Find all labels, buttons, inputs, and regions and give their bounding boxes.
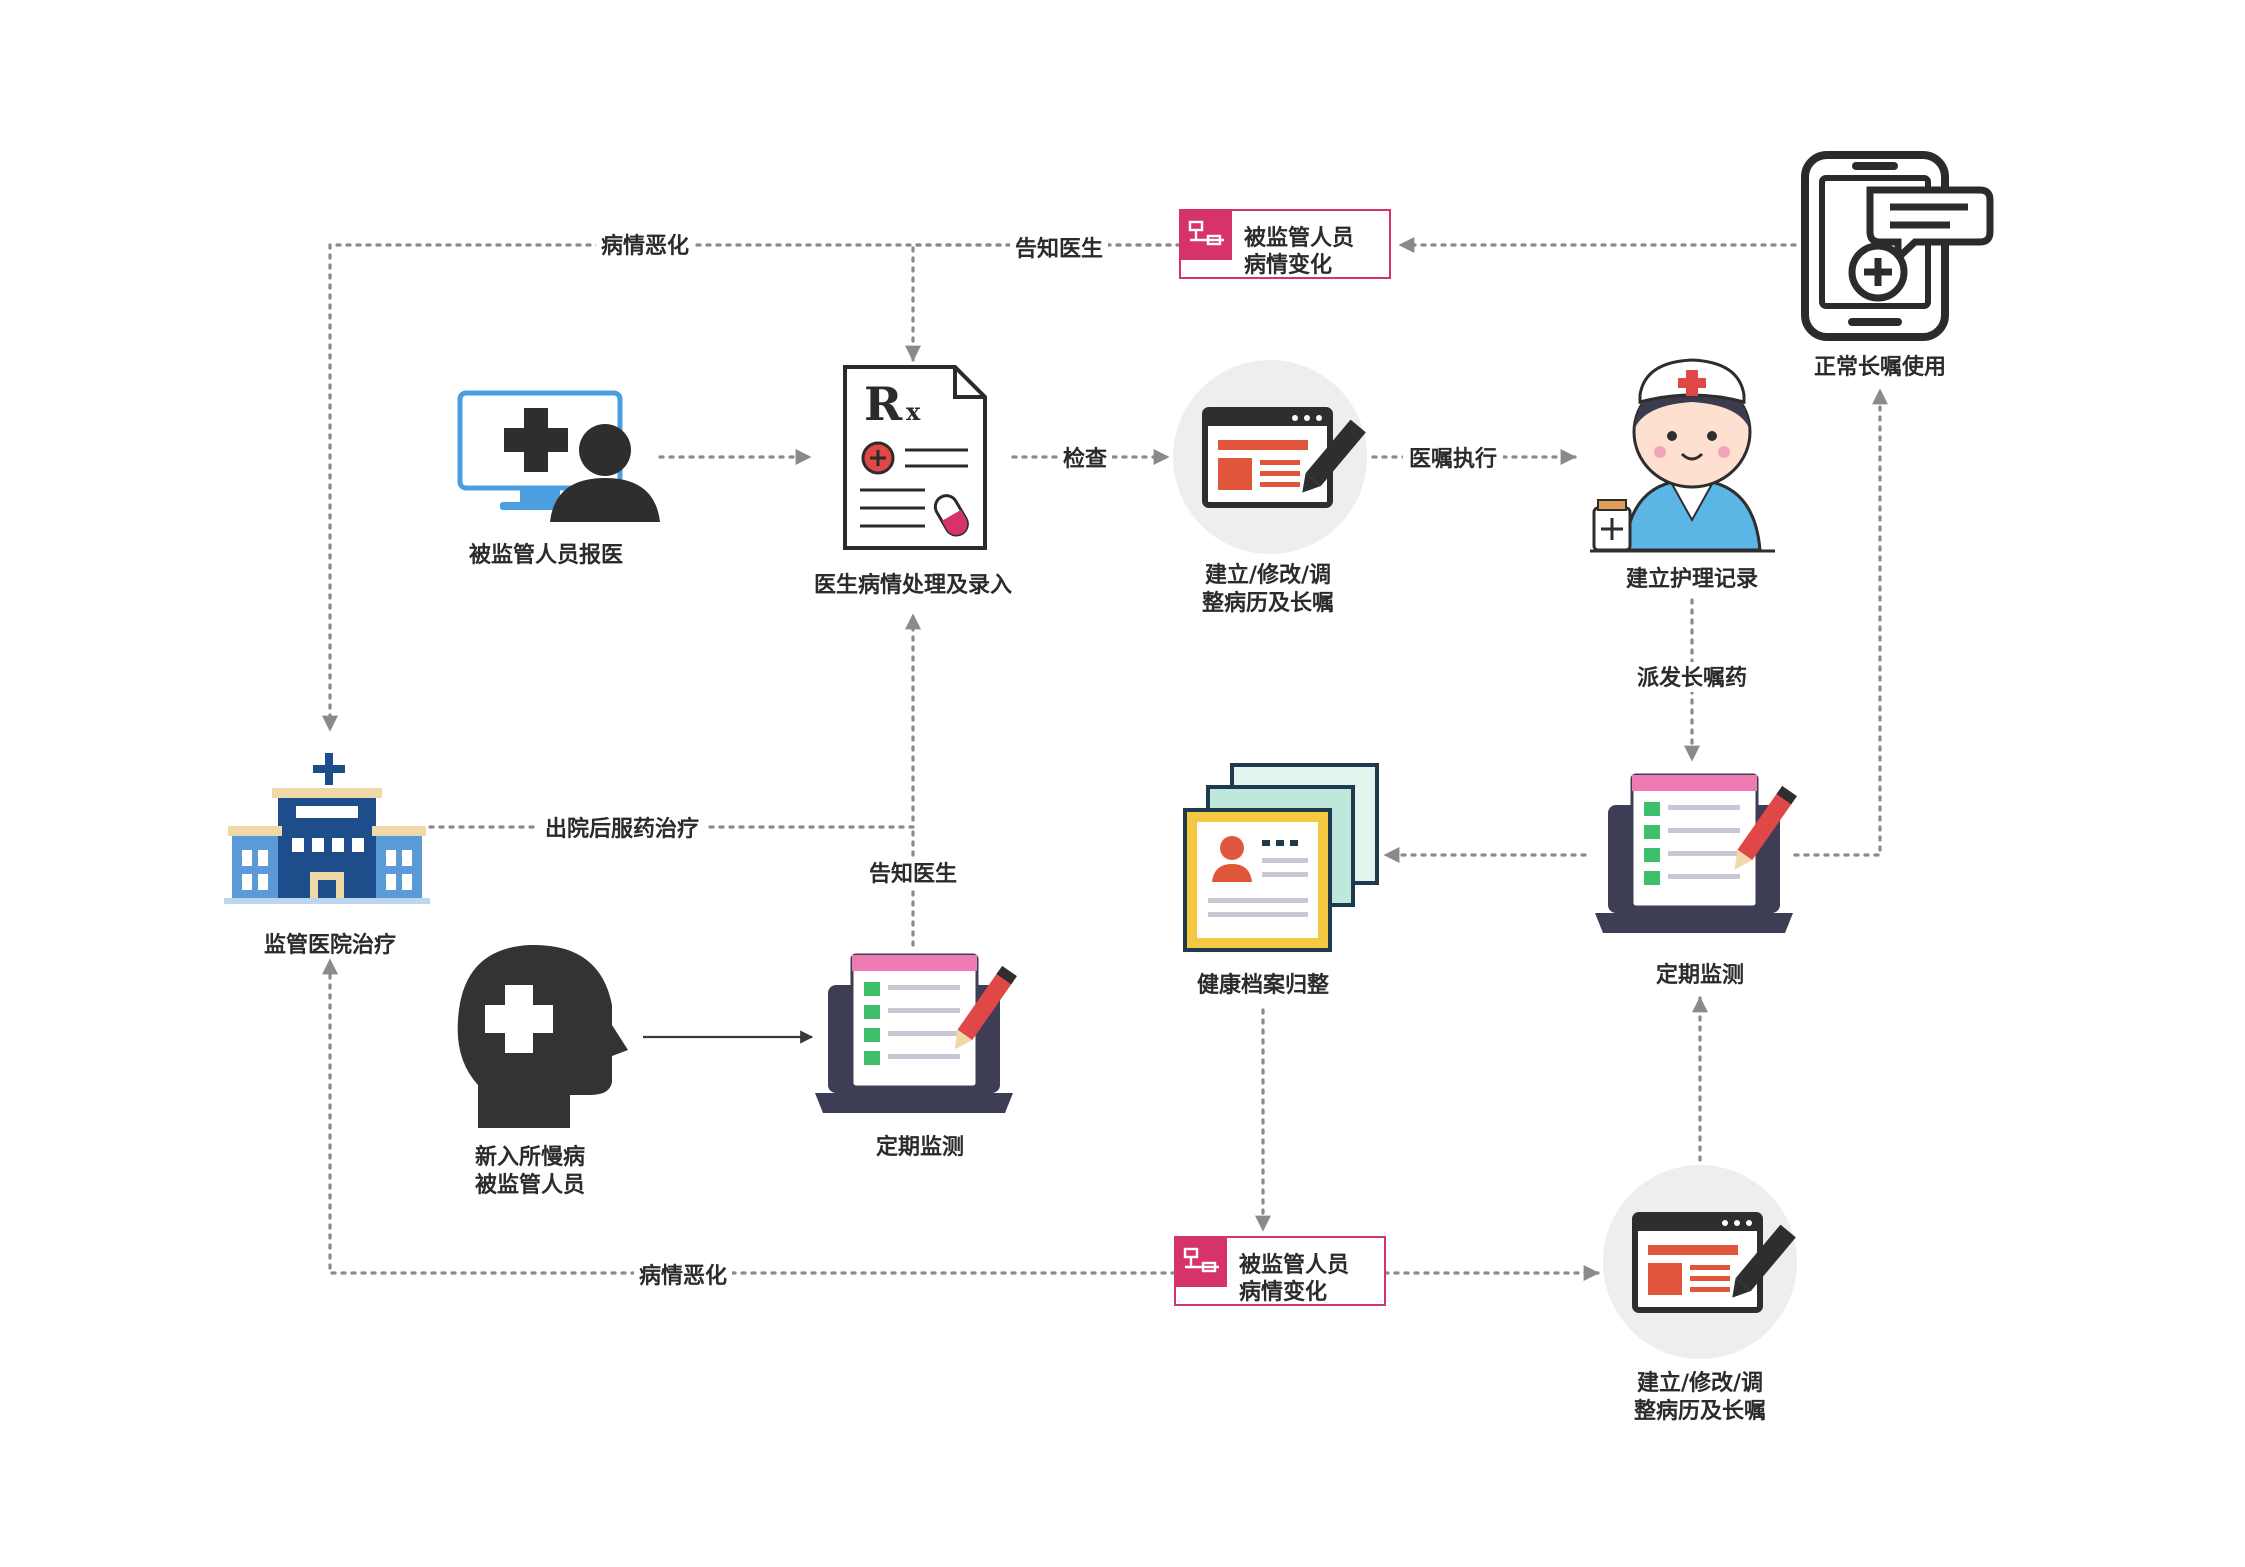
change-icon — [1175, 1237, 1227, 1287]
change-top-line1: 被监管人员 — [1244, 225, 1354, 251]
health-archive-icon — [1183, 763, 1379, 952]
tablet-label: 正常长嘱使用 — [1814, 354, 1946, 380]
change-bottom-line1: 被监管人员 — [1239, 1252, 1349, 1278]
svg-text:x: x — [906, 397, 921, 426]
node-nurse: 建立护理记录 — [1590, 358, 1775, 592]
label-execute: 医嘱执行 — [1409, 446, 1497, 472]
change-bottom-line2: 病情变化 — [1239, 1279, 1327, 1305]
medical-tablet-icon — [1801, 151, 1994, 341]
node-chronic: 新入所慢病 被监管人员 — [457, 944, 628, 1198]
label-discharge: 出院后服药治疗 — [545, 816, 699, 842]
hospital-building-icon — [224, 753, 430, 904]
hospital-label: 监管医院治疗 — [264, 932, 396, 958]
record-top-line1: 建立/修改/调 — [1205, 562, 1331, 588]
change-icon — [1180, 210, 1232, 260]
monitor-medical-user-icon — [457, 390, 660, 522]
laptop-checklist-icon — [815, 953, 1017, 1113]
node-hospital: 监管医院治疗 — [224, 753, 430, 958]
label-dispense: 派发长嘱药 — [1637, 665, 1747, 691]
laptop-checklist-icon — [1595, 773, 1797, 933]
record-bottom-line2: 整病历及长嘱 — [1634, 1398, 1766, 1424]
edge-change-to-hospital — [322, 243, 1182, 732]
edge-change-to-hospital-bottom — [322, 958, 1177, 1275]
label-notify-top: 告知医生 — [1015, 236, 1103, 262]
change-box-bottom: 被监管人员 病情变化 — [1174, 1236, 1386, 1306]
archive-label: 健康档案归整 — [1197, 972, 1329, 998]
label-check: 检查 — [1063, 446, 1107, 472]
monitor-mid-label: 定期监测 — [876, 1134, 964, 1160]
change-top-line2: 病情变化 — [1244, 252, 1332, 278]
chronic-line2: 被监管人员 — [475, 1172, 585, 1198]
record-bottom-line1: 建立/修改/调 — [1637, 1370, 1763, 1396]
node-tablet: 正常长嘱使用 — [1801, 151, 1994, 380]
edge-hospital-to-doctor — [428, 613, 921, 829]
chronic-line1: 新入所慢病 — [475, 1144, 585, 1170]
change-box-top: 被监管人员 病情变化 — [1179, 209, 1391, 279]
nurse-icon — [1590, 358, 1775, 553]
prescription-icon: R x — [843, 365, 987, 550]
label-worsen-top: 病情恶化 — [601, 233, 689, 259]
doctor-label: 医生病情处理及录入 — [814, 572, 1012, 598]
node-record-bottom: 建立/修改/调 整病历及长嘱 — [1603, 1165, 1797, 1424]
label-worsen-bottom: 病情恶化 — [639, 1263, 727, 1289]
label-notify-mid: 告知医生 — [869, 861, 957, 887]
node-report: 被监管人员报医 — [457, 390, 660, 568]
node-doctor: R x 医生病情处理及录入 — [814, 365, 1012, 598]
report-label: 被监管人员报医 — [469, 542, 623, 568]
record-top-line2: 整病历及长嘱 — [1202, 590, 1334, 616]
edge-labels: 病情恶化 告知医生 检查 医嘱执行 派发长嘱药 出院后服药治疗 告知医生 病情恶… — [537, 230, 1756, 1290]
nurse-label: 建立护理记录 — [1626, 566, 1758, 592]
head-medical-icon — [457, 944, 628, 1128]
web-record-edit-icon — [1603, 1165, 1797, 1359]
web-record-edit-icon — [1173, 360, 1367, 554]
monitor-right-label: 定期监测 — [1656, 962, 1744, 988]
svg-text:R: R — [864, 377, 903, 431]
node-monitor-right: 定期监测 — [1595, 773, 1797, 988]
node-record-top: 建立/修改/调 整病历及长嘱 — [1173, 360, 1367, 616]
node-archive: 健康档案归整 — [1183, 763, 1379, 998]
node-monitor-mid: 定期监测 — [815, 953, 1017, 1160]
edge-monitor-to-tablet — [1793, 388, 1888, 857]
